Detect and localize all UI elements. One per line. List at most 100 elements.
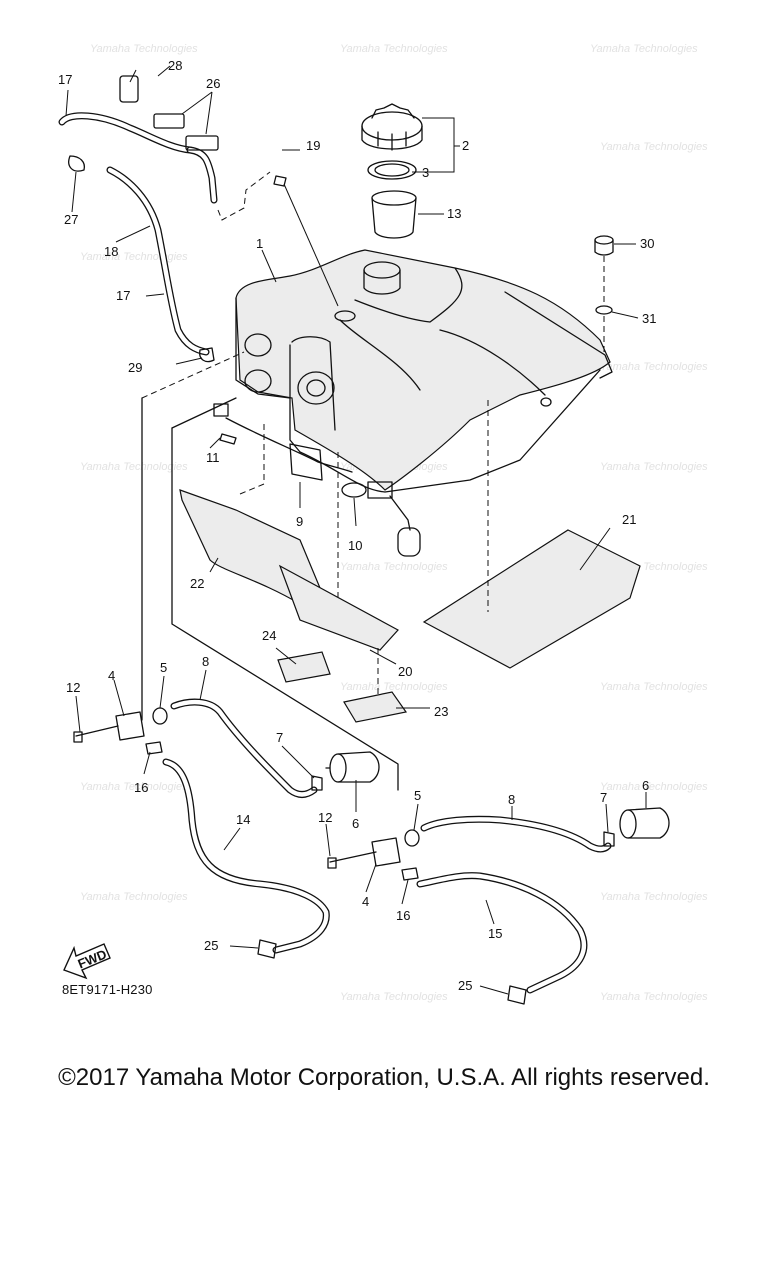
washer-31 [595,305,613,315]
leader [261,249,277,283]
clip-27 [68,155,86,172]
leader-dash [217,171,271,221]
watermark: Yamaha Technologies [600,781,708,793]
pad-23 [343,691,408,723]
cap-gasket-inner [374,163,410,177]
callout-label: 14 [236,812,250,827]
valve-4a [115,711,145,741]
leader-dash [141,351,379,694]
watermark: Yamaha Technologies [600,461,708,473]
leader [605,803,609,833]
hose-15 [416,872,588,994]
leader [325,823,331,857]
watermark: Yamaha Technologies [600,991,708,1003]
watermark: Yamaha Technologies [340,43,448,55]
clamp-25a [257,939,277,959]
watermark: Yamaha Technologies [340,681,448,693]
leader [75,695,81,733]
callout-label: 4 [108,668,115,683]
watermark: Yamaha Technologies [90,43,198,55]
callout-label: 5 [414,788,421,803]
watermark: Yamaha Technologies [340,561,448,573]
watermark: Yamaha Technologies [80,891,188,903]
clamp-7a [311,775,323,791]
leader [485,899,495,925]
callout-label: 19 [306,138,320,153]
copyright-notice: ©2017 Yamaha Motor Corporation, U.S.A. A… [58,1064,710,1091]
callout-label: 30 [640,236,654,251]
watermark: Yamaha Technologies [600,361,708,373]
callout-label: 26 [206,76,220,91]
leader [145,293,165,297]
nut-30 [594,235,614,256]
leader [369,649,397,665]
leader [275,647,297,665]
clip-29 [199,347,215,363]
callout-label: 21 [622,512,636,527]
leader [412,117,460,173]
pad-20 [278,564,399,651]
callout-label: 8 [508,792,515,807]
filter-6a [325,751,380,783]
watermark: Yamaha Technologies [600,891,708,903]
callout-label: 2 [462,138,469,153]
callout-label: 11 [206,450,220,465]
leaders [65,65,647,995]
grommet-5b [404,829,420,847]
filler-neck [371,190,417,239]
leader [129,65,171,83]
callout-label: 16 [134,780,148,795]
clamp-7b [603,831,615,847]
callout-label: 27 [64,212,78,227]
clamp-16a [145,741,163,755]
leader [209,557,219,573]
callout-label: 16 [396,908,410,923]
mat-21 [422,529,641,669]
leader [353,497,357,527]
callout-label: 23 [434,704,448,719]
bolt-12a [73,725,119,743]
leader [401,879,409,905]
watermark: Yamaha Technologies [80,781,188,793]
fuel-cap [361,103,423,151]
leader [281,745,315,779]
clip-19 [273,175,287,187]
connectors-26 [153,113,219,151]
watermark: Yamaha Technologies [590,43,698,55]
leader [143,751,151,775]
parts-diagram: Yamaha Technologies Yamaha Technologies … [58,43,708,1005]
hose-8a [170,698,318,798]
valve-4b [371,837,401,867]
watermark: Yamaha Technologies [340,991,448,1003]
clamp-16b [401,867,419,881]
frame-line [171,397,237,429]
callout-label: 25 [204,938,218,953]
leader [365,863,377,893]
watermark: Yamaha Technologies [600,681,708,693]
clamp-25b [507,985,527,1005]
leader [199,669,207,701]
leader [611,311,639,319]
callout-label: 22 [190,576,204,591]
callout-label: 15 [488,926,502,941]
hose-14 [162,758,330,954]
leader [479,985,509,995]
fwd-label: FWD [76,946,109,971]
leader [181,91,213,135]
watermark: Yamaha Technologies [600,141,708,153]
callout-label: 28 [168,58,182,73]
clamp-28 [119,75,139,103]
fuel-pump [213,403,421,557]
callout-label: 4 [362,894,369,909]
leader [71,171,77,213]
callout-label: 8 [202,654,209,669]
frame-line [171,427,399,791]
leader [413,803,419,831]
callout-label: 7 [276,730,283,745]
callout-label: 17 [58,72,72,87]
leader [115,225,151,243]
grommet-5a [152,707,168,725]
breather-tubes [58,112,218,356]
fwd-arrow-icon: FWD [63,943,111,980]
callout-label: 18 [104,244,118,259]
